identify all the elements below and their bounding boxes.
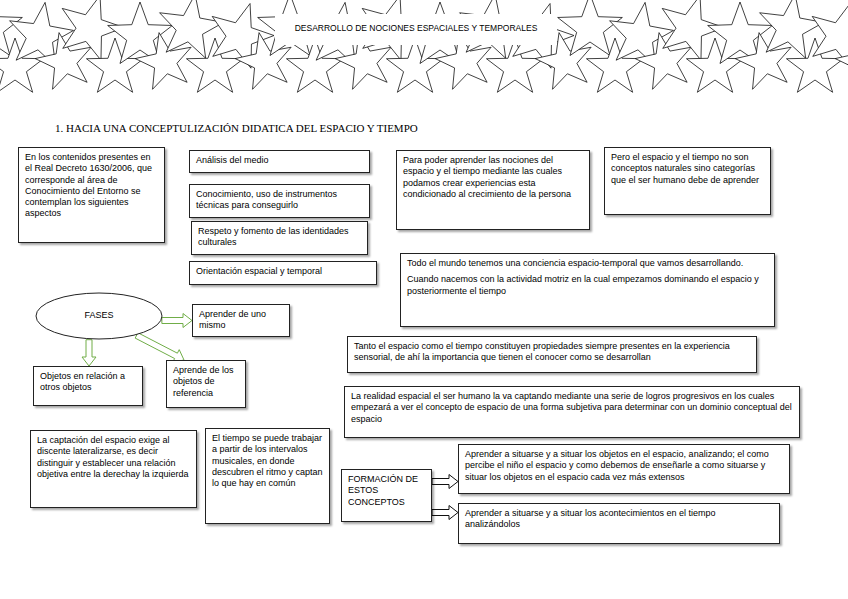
concept-box: Aprender a situarse y a situar los acont… xyxy=(458,503,780,544)
hollow-arrow xyxy=(162,314,192,328)
node-text: La captación del espacio exige al discen… xyxy=(37,435,190,480)
concept-box: Aprende de los objetos de referencia xyxy=(166,360,246,408)
node-text: Tanto el espacio como el tiempo constitu… xyxy=(354,341,750,364)
concept-box: Tanto el espacio como el tiempo constitu… xyxy=(347,336,757,373)
node-text: Análisis del medio xyxy=(196,155,363,166)
node-text: Para poder aprender las nociones del esp… xyxy=(403,155,583,200)
concept-box: Aprender de uno mismo xyxy=(192,304,290,337)
phase-ellipse: FASES xyxy=(35,292,163,340)
concept-box: En los contenidos presentes en el Real D… xyxy=(18,147,165,243)
node-text: El tiempo se puede trabajar a partir de … xyxy=(212,433,323,489)
concept-box: Aprender a situarse y a situar los objet… xyxy=(458,444,790,494)
title-banner: DESARROLLO DE NOCIONES ESPACIALES Y TEMP… xyxy=(275,14,557,45)
concept-box: Orientación espacial y temporal xyxy=(189,261,377,285)
node-text: FASES xyxy=(84,310,113,321)
node-text: FORMACIÓN DE ESTOS CONCEPTOS xyxy=(348,474,425,508)
section-heading: 1. HACIA UNA CONCEPTULIZACIÓN DIDATICA D… xyxy=(55,122,418,134)
concept-box: Respeto y fomento de las identidades cul… xyxy=(191,221,368,255)
node-text: Pero el espacio y el tiempo no son conce… xyxy=(611,152,764,186)
concept-box: Todo el mundo tenemos una conciencia esp… xyxy=(400,253,775,327)
node-text: La realidad espacial el ser humano la va… xyxy=(351,391,793,425)
concept-box: FORMACIÓN DE ESTOS CONCEPTOS xyxy=(341,469,432,522)
hollow-arrow xyxy=(135,333,184,362)
hollow-arrow xyxy=(432,475,458,489)
node-text: Todo el mundo tenemos una conciencia esp… xyxy=(407,258,768,269)
hollow-arrow xyxy=(82,340,96,366)
concept-box: Pero el espacio y el tiempo no son conce… xyxy=(604,147,771,215)
concept-box: Análisis del medio xyxy=(189,150,370,173)
concept-box: La realidad espacial el ser humano la va… xyxy=(344,386,800,438)
concept-box: Para poder aprender las nociones del esp… xyxy=(396,150,590,230)
concept-box: Conocimiento, uso de instrumentos técnic… xyxy=(189,184,370,218)
concept-box: El tiempo se puede trabajar a partir de … xyxy=(205,428,330,524)
hollow-arrow xyxy=(432,506,458,520)
node-text: Aprender a situarse y a situar los acont… xyxy=(465,508,773,531)
star-outline xyxy=(835,33,848,90)
node-text: Orientación espacial y temporal xyxy=(196,266,370,277)
node-text: En los contenidos presentes en el Real D… xyxy=(25,152,158,220)
concept-box: La captación del espacio exige al discen… xyxy=(30,430,197,508)
node-text: Aprende de los objetos de referencia xyxy=(173,365,239,399)
concept-box: Objetos en relación a otros objetos xyxy=(33,366,143,406)
node-text: Respeto y fomento de las identidades cul… xyxy=(198,226,361,249)
node-text: Objetos en relación a otros objetos xyxy=(40,371,136,394)
node-text: Aprender a situarse y a situar los objet… xyxy=(465,449,783,483)
node-text: Cuando nacemos con la actividad motriz e… xyxy=(407,274,768,297)
node-text: Conocimiento, uso de instrumentos técnic… xyxy=(196,189,363,212)
ellipse-shape xyxy=(36,293,162,339)
node-text: Aprender de uno mismo xyxy=(199,309,283,332)
